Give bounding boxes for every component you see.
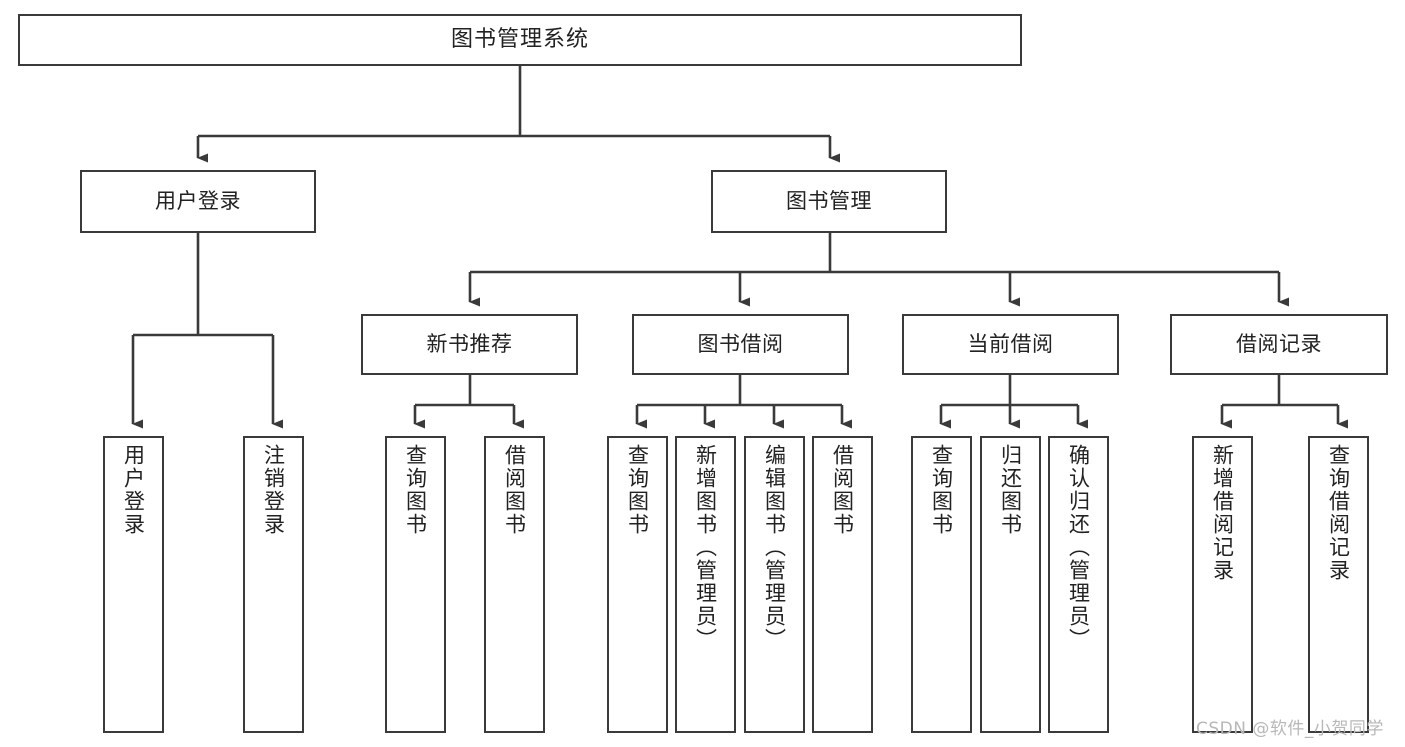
node-leaf-record-query-label: 查询借阅记录 xyxy=(1326,444,1351,582)
node-new-book-recommend-label: 新书推荐 xyxy=(426,332,513,357)
node-leaf-new-query-book-label: 查询图书 xyxy=(403,444,428,536)
node-leaf-new-borrow-book[interactable]: 借阅图书 xyxy=(484,436,545,733)
node-user-login-label: 用户登录 xyxy=(155,189,241,214)
node-leaf-borrow-add-book[interactable]: 新增图书（管理员） xyxy=(675,436,736,733)
node-leaf-current-confirm-return-label: 确认归还（管理员） xyxy=(1066,444,1091,651)
node-leaf-borrow-query-book-label: 查询图书 xyxy=(625,444,650,536)
node-leaf-borrow-lend-book-label: 借阅图书 xyxy=(830,444,855,536)
node-leaf-current-confirm-return[interactable]: 确认归还（管理员） xyxy=(1048,436,1109,733)
node-user-login[interactable]: 用户登录 xyxy=(80,170,316,233)
node-leaf-borrow-lend-book[interactable]: 借阅图书 xyxy=(812,436,873,733)
node-new-book-recommend[interactable]: 新书推荐 xyxy=(361,314,578,375)
csdn-watermark: CSDN @软件_小贺同学 xyxy=(1196,714,1384,739)
node-leaf-record-query[interactable]: 查询借阅记录 xyxy=(1308,436,1369,733)
node-leaf-user-login-label: 用户登录 xyxy=(121,444,146,536)
node-book-management-label: 图书管理 xyxy=(786,189,872,214)
node-leaf-current-return-book[interactable]: 归还图书 xyxy=(980,436,1041,733)
node-leaf-current-query-book-label: 查询图书 xyxy=(929,444,954,536)
csdn-watermark-text: CSDN @软件_小贺同学 xyxy=(1196,719,1384,739)
node-leaf-new-query-book[interactable]: 查询图书 xyxy=(385,436,446,733)
node-leaf-current-return-book-label: 归还图书 xyxy=(998,444,1023,536)
node-book-borrow-label: 图书借阅 xyxy=(697,332,784,357)
node-leaf-record-add[interactable]: 新增借阅记录 xyxy=(1192,436,1253,733)
node-current-borrow[interactable]: 当前借阅 xyxy=(902,314,1119,375)
node-leaf-user-logout-label: 注销登录 xyxy=(261,444,286,536)
node-leaf-borrow-add-book-label: 新增图书（管理员） xyxy=(693,444,718,651)
node-borrow-records-label: 借阅记录 xyxy=(1236,332,1322,357)
node-book-borrow[interactable]: 图书借阅 xyxy=(632,314,849,375)
node-leaf-record-add-label: 新增借阅记录 xyxy=(1210,444,1235,582)
node-borrow-records[interactable]: 借阅记录 xyxy=(1170,314,1388,375)
node-leaf-current-query-book[interactable]: 查询图书 xyxy=(911,436,972,733)
node-leaf-borrow-edit-book[interactable]: 编辑图书（管理员） xyxy=(744,436,805,733)
node-leaf-borrow-edit-book-label: 编辑图书（管理员） xyxy=(762,444,787,651)
node-leaf-borrow-query-book[interactable]: 查询图书 xyxy=(607,436,668,733)
node-leaf-user-logout[interactable]: 注销登录 xyxy=(243,436,304,733)
node-book-management[interactable]: 图书管理 xyxy=(711,170,947,233)
node-current-borrow-label: 当前借阅 xyxy=(967,332,1054,357)
node-leaf-new-borrow-book-label: 借阅图书 xyxy=(502,444,527,536)
node-root[interactable]: 图书管理系统 xyxy=(18,14,1022,66)
node-leaf-user-login[interactable]: 用户登录 xyxy=(103,436,164,733)
node-root-label: 图书管理系统 xyxy=(450,27,589,53)
